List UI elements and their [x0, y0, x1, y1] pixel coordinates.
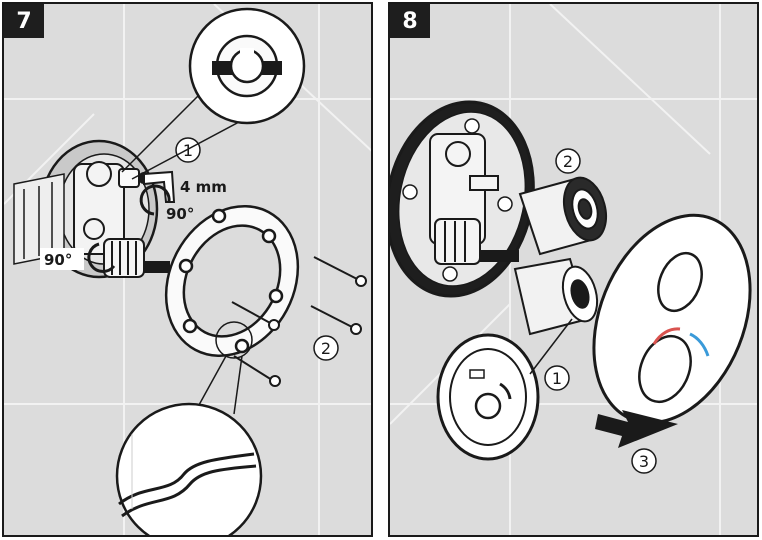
callout-1: 1 — [544, 365, 570, 391]
trim-plate — [592, 213, 752, 425]
svg-text:3: 3 — [639, 452, 649, 471]
valve-body — [429, 133, 519, 265]
screws — [231, 256, 367, 387]
rotation-arrow-upper-icon — [139, 184, 171, 216]
extension-sleeve-upper — [518, 176, 608, 256]
rough-in-frame — [13, 173, 65, 265]
detail-magnifier-bottom — [115, 321, 263, 535]
rotation-arrow-lower-icon — [87, 242, 116, 273]
rotation-label-lower: 90° — [44, 251, 72, 269]
rotation-label-bg — [40, 248, 84, 270]
step-8-panel: 8 — [388, 2, 759, 537]
step-number-badge: 8 — [390, 4, 430, 38]
callout-2: 2 — [313, 335, 339, 361]
extension-sleeve-lower — [513, 257, 599, 336]
step-number-badge: 7 — [4, 4, 44, 38]
callout-3: 3 — [631, 448, 657, 474]
leader-line — [529, 318, 573, 375]
step-7-illustration: 4 mm 90° 90° — [4, 4, 371, 535]
step-8-illustration: 2 1 3 — [390, 4, 757, 535]
hex-size-label: 4 mm — [180, 178, 227, 196]
cartridge-rosette — [436, 333, 540, 461]
trim-ring — [164, 204, 300, 358]
svg-text:2: 2 — [563, 152, 573, 171]
svg-text:1: 1 — [552, 369, 562, 388]
svg-text:1: 1 — [183, 141, 193, 160]
push-arrow-icon — [595, 410, 678, 448]
detail-magnifier-top — [121, 7, 306, 180]
valve-body — [73, 161, 125, 255]
step-7-panel: 7 — [2, 2, 373, 537]
callout-2: 2 — [555, 148, 581, 174]
svg-text:2: 2 — [321, 339, 331, 358]
rotation-label-upper: 90° — [166, 205, 194, 223]
lower-cartridge — [103, 238, 170, 278]
